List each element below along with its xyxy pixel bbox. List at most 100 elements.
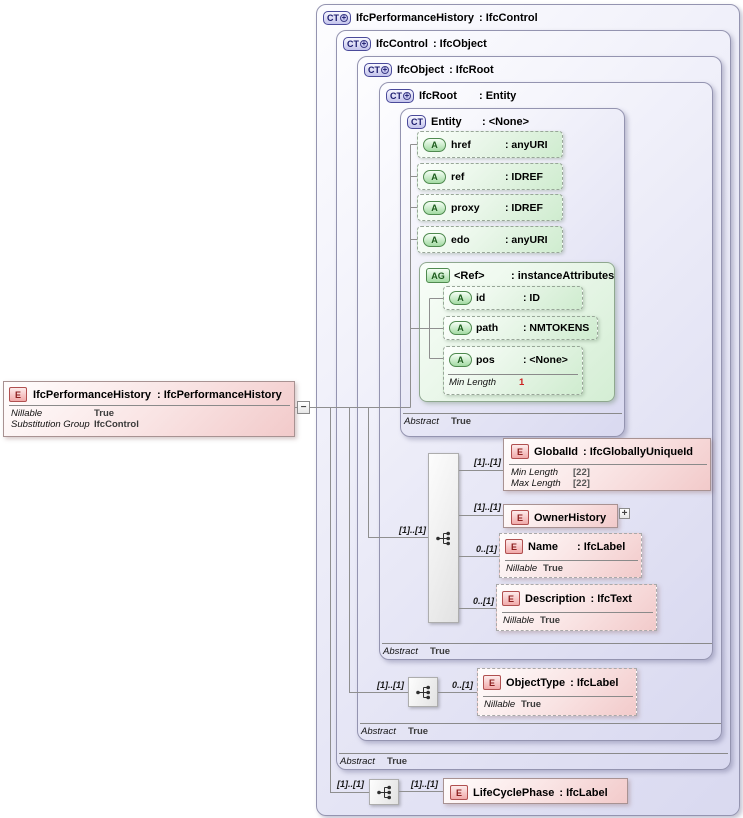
- element-name: Description: [525, 592, 586, 605]
- attribute-box-edo[interactable]: A edo : anyURI: [417, 226, 563, 253]
- sequence-compositor: [428, 453, 459, 623]
- attribute-name: id: [476, 292, 486, 304]
- facet-separator: [509, 464, 707, 465]
- attribute-name: ref: [451, 170, 465, 183]
- element-badge-icon: E: [9, 387, 28, 402]
- attribute-badge-icon: A: [423, 232, 446, 247]
- complextype-title: CT+ IfcObject : IfcRoot: [364, 62, 494, 77]
- attribute-name: path: [476, 322, 499, 334]
- attribute-badge-icon: A: [449, 321, 472, 335]
- facet-separator: [382, 643, 712, 644]
- attribute-type: : ID: [523, 292, 540, 304]
- element-badge-icon: E: [505, 539, 524, 554]
- attribute-title: A pos : <None>: [449, 352, 568, 367]
- attribute-name: pos: [476, 353, 495, 366]
- attribute-badge-icon: A: [423, 200, 446, 215]
- complextype-title: CT+ IfcPerformanceHistory : IfcControl: [323, 10, 538, 25]
- sequence-compositor: [408, 677, 438, 707]
- type-name: IfcRoot: [419, 89, 457, 102]
- complextype-badge-icon: CT+: [323, 10, 351, 25]
- element-name: ObjectType: [506, 676, 566, 689]
- sequence-icon: [415, 685, 430, 699]
- attribute-name: proxy: [451, 201, 480, 214]
- facet-separator: [339, 753, 728, 754]
- attribute-type: : IDREF: [505, 170, 543, 183]
- element-box-lifecyclephase[interactable]: E LifeCyclePhase : IfcLabel: [443, 778, 628, 804]
- attribute-box-path[interactable]: A path : NMTOKENS: [443, 316, 598, 340]
- element-title: E Description : IfcText: [502, 591, 632, 606]
- group-type: : instanceAttributes: [511, 269, 615, 282]
- element-title: E OwnerHistory: [511, 510, 606, 525]
- attribute-name: href: [451, 138, 471, 151]
- element-badge-icon: E: [502, 591, 521, 606]
- element-title: E LifeCyclePhase : IfcLabel: [450, 785, 608, 800]
- sequence-compositor: [369, 779, 399, 805]
- cardinality-label: [1]..[1]: [411, 779, 438, 789]
- complextype-badge-icon: CT+: [386, 88, 414, 103]
- element-box-ownerhistory[interactable]: E OwnerHistory: [503, 504, 618, 528]
- sequence-icon: [436, 531, 450, 545]
- plus-icon: +: [403, 90, 411, 100]
- base-type: : IfcRoot: [449, 63, 494, 76]
- attribute-name: edo: [451, 233, 470, 246]
- plus-icon: +: [360, 38, 368, 48]
- element-name: IfcPerformanceHistory: [33, 388, 152, 401]
- cardinality-label: [1]..[1]: [474, 457, 501, 467]
- attribute-type: : anyURI: [505, 233, 548, 246]
- complextype-badge-icon: CT: [407, 114, 426, 129]
- element-badge-icon: E: [450, 785, 469, 800]
- complextype-title: CT Entity : <None>: [407, 114, 529, 129]
- base-type: : <None>: [482, 115, 530, 128]
- cardinality-label: [1]..[1]: [474, 502, 501, 512]
- element-badge-icon: E: [511, 510, 530, 525]
- element-box-ifcperformancehistory[interactable]: E IfcPerformanceHistory : IfcPerformance…: [3, 381, 295, 437]
- cardinality-label: 0..[1]: [475, 544, 497, 554]
- attribute-type: : NMTOKENS: [523, 322, 590, 334]
- plus-icon: +: [340, 12, 348, 22]
- cardinality-label: [1]..[1]: [377, 680, 404, 690]
- type-name: IfcControl: [376, 37, 428, 50]
- facet-separator: [448, 374, 578, 375]
- attribute-badge-icon: A: [449, 291, 472, 305]
- complextype-title: CT+ IfcRoot : Entity: [386, 88, 516, 103]
- expand-toggle[interactable]: +: [619, 508, 630, 519]
- element-type: : IfcGloballyUniqueId: [583, 445, 694, 458]
- element-name: GlobalId: [534, 445, 579, 458]
- complextype-badge-icon: CT+: [364, 62, 392, 77]
- attribute-badge-icon: A: [449, 352, 472, 367]
- attribute-type: : <None>: [523, 353, 568, 366]
- element-type: : IfcLabel: [570, 676, 619, 689]
- attribute-box-id[interactable]: A id : ID: [443, 286, 583, 310]
- element-type: : IfcLabel: [559, 786, 608, 799]
- cardinality-label: 0..[1]: [451, 680, 473, 690]
- element-title: E Name : IfcLabel: [505, 539, 625, 554]
- complextype-badge-icon: CT+: [343, 36, 371, 51]
- element-box-globalid[interactable]: E GlobalId : IfcGloballyUniqueId Min Len…: [503, 438, 711, 491]
- element-name: LifeCyclePhase: [473, 786, 555, 799]
- facet-separator: [9, 405, 290, 406]
- attribute-box-proxy[interactable]: A proxy : IDREF: [417, 194, 563, 221]
- element-type: : IfcText: [590, 592, 632, 605]
- element-type: : IfcLabel: [577, 540, 626, 553]
- attribute-box-href[interactable]: A href : anyURI: [417, 131, 563, 158]
- facet-separator: [360, 723, 721, 724]
- base-type: : Entity: [479, 89, 517, 102]
- facet-separator: [502, 612, 653, 613]
- complextype-title: CT+ IfcControl : IfcObject: [343, 36, 487, 51]
- collapse-toggle[interactable]: −: [297, 401, 310, 414]
- attribute-box-ref[interactable]: A ref : IDREF: [417, 163, 563, 190]
- facet-separator: [505, 560, 638, 561]
- cardinality-label: [1]..[1]: [337, 779, 364, 789]
